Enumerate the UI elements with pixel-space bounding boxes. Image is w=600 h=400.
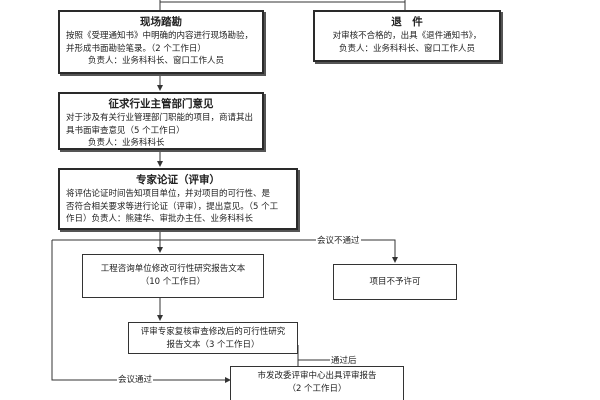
edge-meeting-passed <box>51 240 231 383</box>
node-expert-review-title: 专家论证（评审） <box>136 174 220 186</box>
label-meeting-passed: 会议通过 <box>117 373 154 385</box>
node-final-report: 市发改委评审中心出具评审报告 （2 个工作日） <box>230 366 404 400</box>
edge-not-passed <box>160 239 398 263</box>
edge-review-down <box>297 345 300 369</box>
node-site-survey-line-2: 并形成书面勘验笔录。（2 个工作日） <box>66 43 206 54</box>
node-industry-opinion-title: 征求行业主管部门意见 <box>108 98 214 110</box>
node-revise-report: 工程咨询单位修改可行性研究报告文本 （10 个工作日） <box>82 254 264 298</box>
node-expert-recheck-line-1: 评审专家复核审查修改后的可行性研究 <box>140 327 286 337</box>
node-revise-report-line-1: 工程咨询单位修改可行性研究报告文本 <box>100 264 246 274</box>
node-expert-review-line-2: 否符合相关要求等进行论证（评审），提出意见。（5 个工 <box>66 201 279 212</box>
node-industry-opinion-line-1: 对于涉及有关行业管理部门职能的项目，商请其出 <box>66 113 254 123</box>
node-expert-recheck-line-2: 报告文本（3 个工作日） <box>166 339 260 350</box>
node-expert-recheck: 评审专家复核审查修改后的可行性研究 报告文本（3 个工作日） <box>128 322 298 354</box>
node-final-report-line-1: 市发改委评审中心出具评审报告 <box>257 371 377 381</box>
node-deny-permit-line-1: 项目不予许可 <box>369 277 421 287</box>
node-industry-opinion: 征求行业主管部门意见 对于涉及有关行业管理部门职能的项目，商请其出 具书面审查意… <box>58 92 264 150</box>
label-not-passed: 会议不通过 <box>316 234 361 246</box>
node-return: 退 件 对审核不合格的，出具《退件通知书》， 负责人：业务科科长、窗口工作人员 <box>313 10 501 62</box>
node-industry-opinion-line-2: 具书面审查意见（5 个工作日） <box>66 125 185 136</box>
node-industry-opinion-line-3: 负责人：业务科科长 <box>88 138 165 148</box>
node-expert-review: 专家论证（评审） 将评估论证时间告知项目单位，并对项目的可行性、是 否符合相关要… <box>58 168 298 230</box>
node-expert-review-line-1: 将评估论证时间告知项目单位，并对项目的可行性、是 <box>66 189 271 199</box>
node-final-report-line-2: （2 个工作日） <box>287 383 347 394</box>
node-deny-permit: 项目不予许可 <box>333 264 457 300</box>
node-site-survey-line-1: 按照《受理通知书》中明确的内容进行现场勘验， <box>66 31 254 41</box>
node-return-line-1: 对审核不合格的，出具《退件通知书》， <box>332 31 482 41</box>
node-return-title: 退 件 <box>391 16 423 28</box>
node-site-survey-line-3: 负责人：业务科科长、窗口工作人员 <box>88 56 225 66</box>
node-expert-review-line-3: 作日）负责人：熊建华、审批办主任、业务科科长 <box>66 214 254 224</box>
node-site-survey: 现场踏勘 按照《受理通知书》中明确的内容进行现场勘验， 并形成书面勘验笔录。（2… <box>58 10 264 74</box>
node-revise-report-line-2: （10 个工作日） <box>140 276 206 287</box>
label-passed-after: 通过后 <box>330 354 358 366</box>
node-return-line-2: 负责人：业务科科长、窗口工作人员 <box>338 43 475 54</box>
node-site-survey-title: 现场踏勘 <box>140 16 182 28</box>
